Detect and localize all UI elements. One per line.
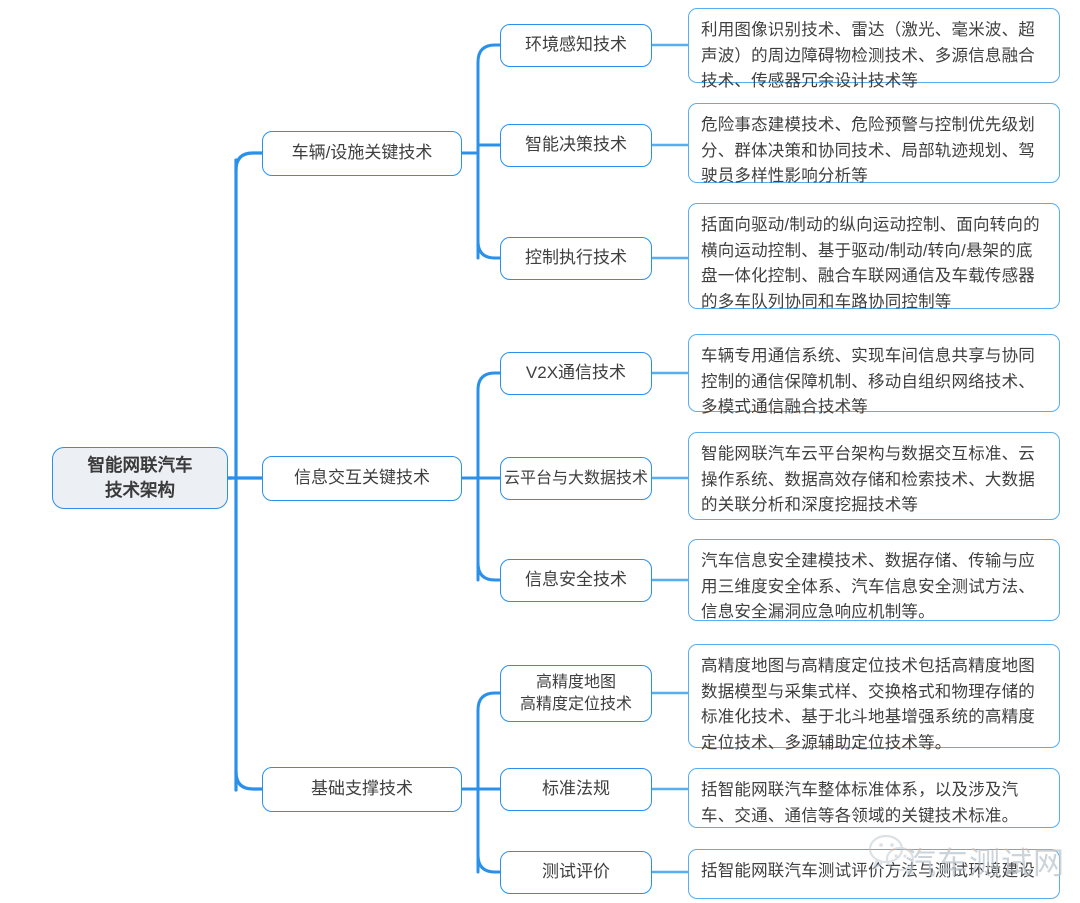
subnode-cloud-bigdata[interactable]: 云平台与大数据技术 (500, 457, 652, 500)
subnode-label-line2: 高精度定位技术 (519, 695, 632, 713)
connector-b2-c3 (476, 561, 502, 582)
subnode-control-execution[interactable]: 控制执行技术 (500, 237, 652, 280)
subnode-label: V2X通信技术 (525, 363, 627, 383)
connector-b2-c1 (476, 371, 502, 392)
detail-information-security[interactable]: 汽车信息安全建模技术、数据存储、传输与应用三维度安全体系、汽车信息安全测试方法、… (688, 539, 1060, 621)
branch-node-basic-support[interactable]: 基础支撑技术 (262, 767, 462, 812)
subnode-label: 控制执行技术 (525, 248, 627, 268)
connector-branch-3 (234, 770, 264, 791)
root-label-line2: 技术架构 (105, 480, 175, 500)
connector-b1-c1 (476, 43, 502, 64)
subnode-hd-map-positioning[interactable]: 高精度地图 高精度定位技术 (500, 665, 652, 722)
subnode-standards-regulations[interactable]: 标准法规 (500, 768, 652, 811)
detail-test-evaluation[interactable]: 括智能网联汽车测试评价方法与测试环境建设 (688, 849, 1060, 899)
subnode-label: 测试评价 (542, 862, 610, 882)
detail-cloud-bigdata[interactable]: 智能网联汽车云平台架构与数据交互标准、云操作系统、数据高效存储和检索技术、大数据… (688, 432, 1060, 520)
subnode-label: 标准法规 (542, 779, 610, 799)
subnode-intelligent-decision[interactable]: 智能决策技术 (500, 124, 652, 167)
root-label-line1: 智能网联汽车 (87, 454, 193, 475)
connector-b3-c3 (476, 853, 502, 874)
detail-standards-regulations[interactable]: 括智能网联汽车整体标准体系，以及涉及汽车、交通、通信等各领域的关键技术标准。 (688, 768, 1060, 828)
detail-hd-map-positioning[interactable]: 高精度地图与高精度定位技术包括高精度地图数据模型与采集式样、交换格式和物理存储的… (688, 644, 1060, 752)
detail-environment-perception[interactable]: 利用图像识别技术、雷达（激光、毫米波、超声波）的周边障碍物检测技术、多源信息融合… (688, 8, 1060, 90)
branch-node-vehicle-facility[interactable]: 车辆/设施关键技术 (262, 131, 462, 176)
subnode-environment-perception[interactable]: 环境感知技术 (500, 24, 652, 67)
detail-control-execution[interactable]: 括面向驱动/制动的纵向运动控制、面向转向的横向运动控制、基于驱动/制动/转向/悬… (688, 203, 1060, 311)
branch-label: 车辆/设施关键技术 (291, 143, 433, 163)
branch-label: 基础支撑技术 (311, 779, 413, 799)
subnode-label: 环境感知技术 (525, 35, 627, 55)
subnode-label: 智能决策技术 (525, 135, 627, 155)
subnode-v2x-communication[interactable]: V2X通信技术 (500, 352, 652, 395)
subnode-label: 云平台与大数据技术 (503, 469, 648, 487)
subnode-label: 信息安全技术 (525, 570, 627, 590)
detail-intelligent-decision[interactable]: 危险事态建模技术、危险预警与控制优先级划分、群体决策和协同技术、局部轨迹规划、驾… (688, 103, 1060, 185)
detail-v2x-communication[interactable]: 车辆专用通信系统、实现车间信息共享与协同控制的通信保障机制、移动自组织网络技术、… (688, 334, 1060, 416)
connector-b3-c1 (476, 691, 502, 712)
connector-b1-c3 (476, 239, 502, 260)
subnode-information-security[interactable]: 信息安全技术 (500, 559, 652, 602)
branch-label: 信息交互关键技术 (294, 468, 430, 488)
connector-branch-1 (234, 151, 264, 172)
root-node[interactable]: 智能网联汽车 技术架构 (52, 447, 228, 509)
subnode-label-line1: 高精度地图 (535, 673, 616, 691)
branch-node-information-interaction[interactable]: 信息交互关键技术 (262, 456, 462, 501)
subnode-test-evaluation[interactable]: 测试评价 (500, 851, 652, 894)
